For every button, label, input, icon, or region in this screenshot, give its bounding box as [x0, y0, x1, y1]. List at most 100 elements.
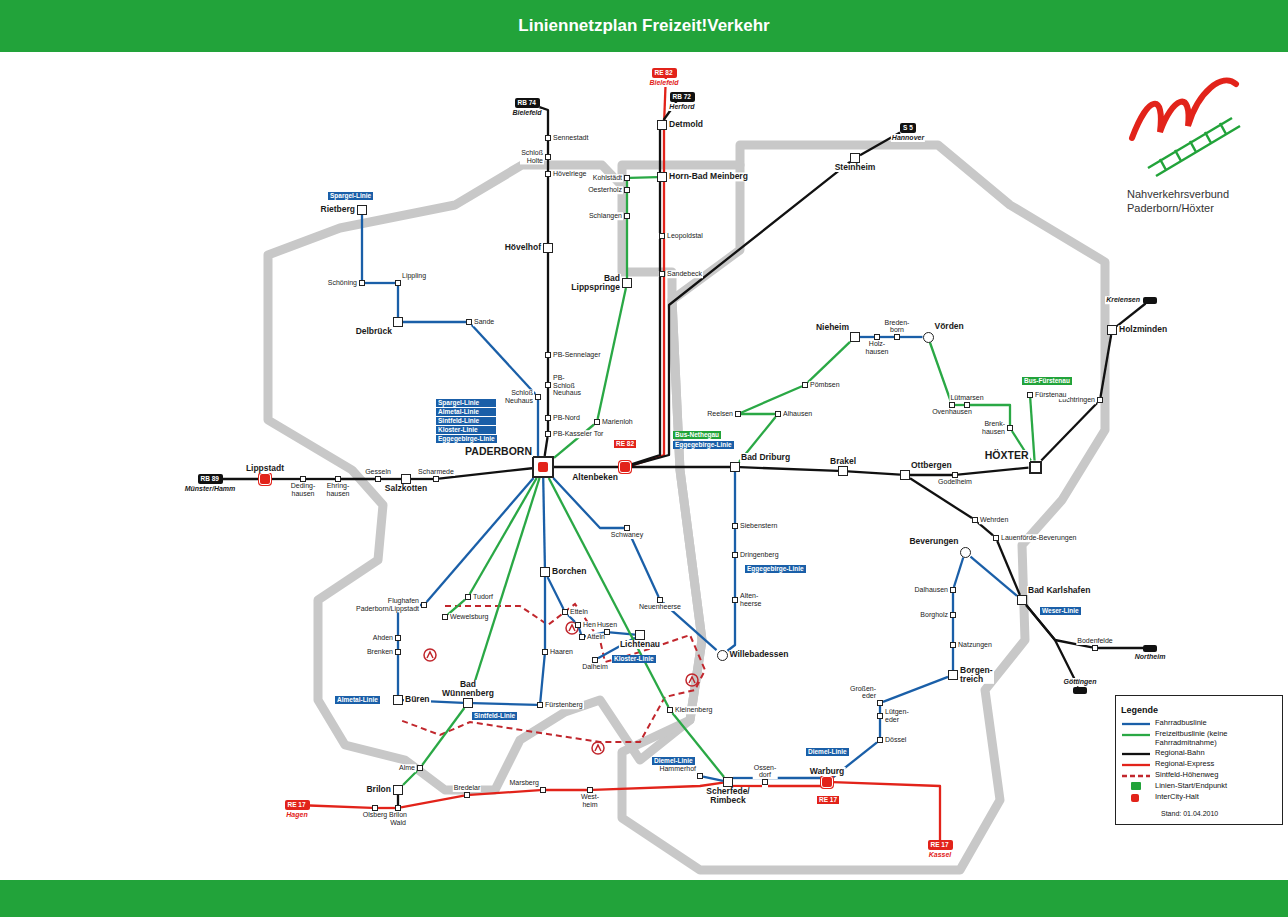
station-name: Ottbergen — [910, 461, 953, 470]
station-marker: PB-Schloß Neuhaus — [545, 382, 551, 388]
station-name: Kohlstädt — [592, 174, 623, 182]
line-sample — [1122, 734, 1150, 736]
station-name: Deding- hausen — [290, 482, 317, 497]
station-marker: Siebenstern — [732, 523, 738, 529]
station-name: Ovenhausen — [931, 408, 973, 416]
intercity-stop: Warburg — [821, 776, 833, 788]
legend-text: Fahrradbuslinie — [1155, 719, 1273, 728]
line-name-box: Spargel-Linie — [436, 399, 496, 407]
station-name: Hannover — [891, 134, 925, 142]
legend-row: Regional-Bahn — [1121, 749, 1277, 758]
intercity-stop: Lippstadt — [259, 473, 271, 485]
line-name-box: Almetal-Linie — [436, 408, 496, 416]
station-name: Schlangen — [588, 212, 623, 220]
hub-station: PADERBORN — [532, 456, 554, 478]
district-outline — [268, 165, 702, 790]
legend-sample — [1121, 772, 1151, 780]
station-name: Etteln — [569, 608, 589, 616]
line-name-box: Weser-Linie — [1040, 607, 1081, 615]
station-name: Brakel — [829, 457, 857, 466]
line-sample — [1122, 753, 1150, 755]
station-name: Dalhausen — [914, 586, 949, 594]
station-name: PADERBORN — [464, 446, 533, 457]
route-line — [958, 468, 1029, 475]
station-marker: Neuenheerse — [657, 597, 663, 603]
station-marker: Kleinenberg — [667, 707, 673, 713]
station-circle: Willebadessen — [717, 650, 728, 661]
legend-text: Sintfeld-Höhenweg — [1155, 771, 1273, 780]
intercity-stop: Altenbeken — [619, 461, 631, 473]
route-line — [549, 478, 669, 707]
station-marker: Tudorf — [465, 594, 471, 600]
station-marker: West- heim — [587, 787, 593, 793]
station-marker: Deding- hausen — [300, 476, 306, 482]
station-name: Sennestadt — [552, 134, 589, 142]
station-marker: Sandebeck — [659, 271, 665, 277]
station-marker: Schlangen — [624, 213, 630, 219]
station-marker: Salzkotten — [401, 474, 411, 484]
station-marker: Bad Wünnenberg — [463, 698, 473, 708]
logo-rails — [1148, 118, 1240, 176]
station-marker: Olsberg — [372, 805, 378, 811]
route-line — [378, 807, 395, 809]
legend-sample — [1121, 794, 1151, 802]
station-name: Bad Lippspringe — [570, 274, 621, 292]
station-name: Lippstadt — [245, 464, 285, 473]
station-marker: Holz- hausen — [874, 334, 880, 340]
station-name: Brenk- hausen — [981, 420, 1006, 435]
hiking-symbol — [427, 625, 695, 751]
route-number: RB 72 — [670, 92, 695, 101]
station-name: Dringenberg — [739, 551, 780, 559]
route-line — [411, 478, 433, 480]
route-line — [543, 478, 545, 567]
legend-sample — [1121, 720, 1151, 728]
route-number: RE 82 — [652, 68, 677, 77]
station-marker: Brilon Wald — [395, 805, 401, 811]
route-line — [470, 478, 537, 594]
station-marker: Bodenfelde — [1092, 645, 1098, 651]
legend-foot: Stand: 01.04.2010 — [1121, 802, 1277, 820]
station-marker: Borgen- treich — [948, 670, 958, 680]
route-line — [598, 288, 626, 419]
line-name-box: Diemel-Linie — [652, 757, 695, 765]
line-sample — [1122, 764, 1150, 766]
route-line — [734, 529, 736, 552]
route-line — [397, 641, 399, 649]
station-marker: Fürstenberg — [537, 702, 543, 708]
station-name: PB-Kasseler Tor — [552, 430, 604, 438]
route-line — [954, 558, 963, 588]
station-marker: Sande — [466, 319, 472, 325]
route-line — [422, 708, 464, 765]
station-name: Beverungen — [908, 537, 959, 546]
station-marker: Godelheim — [952, 472, 958, 478]
station-marker: Hövelhof — [543, 243, 553, 253]
station-name: Bielefeld — [648, 79, 679, 87]
route-line — [883, 677, 948, 702]
station-marker: Schwaney — [624, 525, 630, 531]
station-name: Herford — [668, 103, 695, 111]
route-line — [808, 342, 850, 382]
route-line — [740, 467, 838, 471]
station-name: Fürstenberg — [544, 701, 584, 709]
route-line — [548, 577, 564, 609]
route-line — [271, 478, 300, 480]
station-name: Salzkotten — [384, 484, 429, 493]
route-number: RE 17 — [285, 800, 310, 809]
station-marker: Reelsen — [735, 411, 741, 417]
station-name: Lütgen- eder — [884, 708, 910, 723]
station-name: Borgholz — [919, 611, 949, 619]
route-line — [401, 796, 464, 808]
station-name: Sande — [473, 318, 495, 326]
station-name: Wehrden — [979, 516, 1009, 524]
station-marker: Alhausen — [775, 411, 781, 417]
station-name: Holzminden — [1118, 325, 1168, 334]
hiking-trail — [400, 604, 705, 742]
legend-text: Freizeitbuslinie (keine Fahrradmitnahme) — [1155, 730, 1273, 747]
station-name: Bad Karlshafen — [1027, 586, 1091, 595]
route-line — [626, 219, 628, 278]
route-line — [631, 466, 730, 468]
legend-swatch — [1131, 782, 1141, 790]
station-marker: Schloß Holte — [545, 154, 551, 160]
route-line — [473, 703, 537, 705]
